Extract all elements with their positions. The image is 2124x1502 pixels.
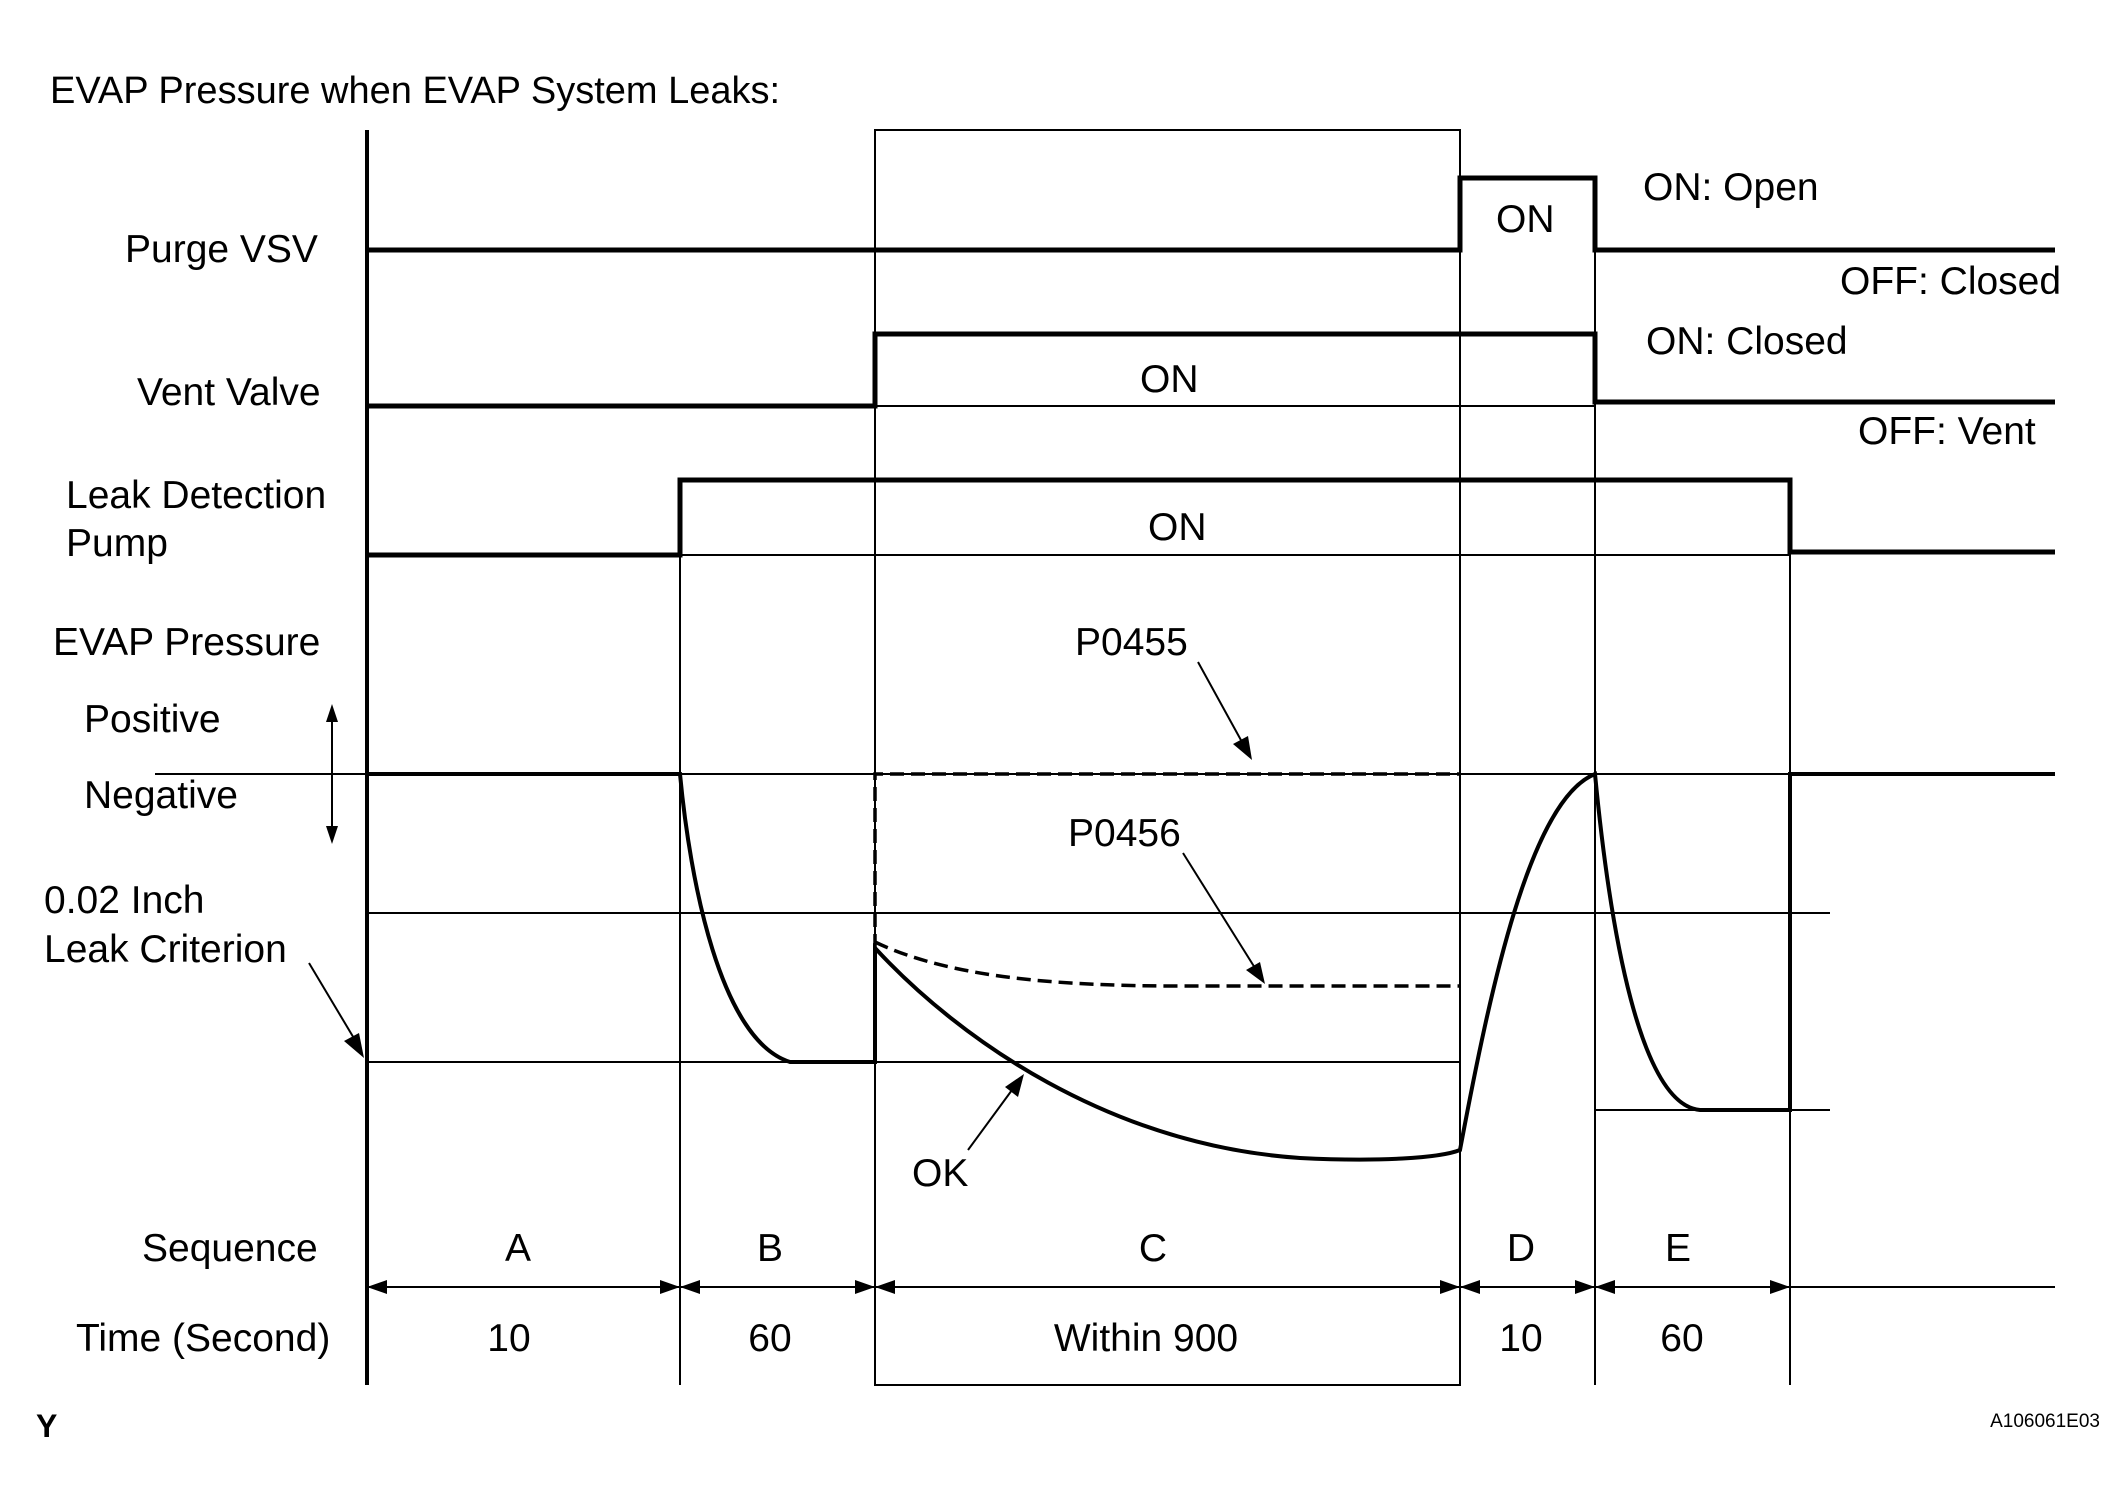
negative-label: Negative bbox=[84, 774, 238, 817]
p0456-dashed-trace bbox=[874, 940, 1460, 988]
p0455-pointer-arrow bbox=[1197, 661, 1252, 760]
vent-on-label: ON bbox=[1140, 358, 1199, 401]
positive-label: Positive bbox=[84, 698, 221, 741]
p0455-label: P0455 bbox=[1075, 621, 1188, 664]
vent-valve-signal bbox=[367, 331, 2055, 409]
time-a: 10 bbox=[487, 1317, 530, 1360]
sequence-d: D bbox=[1507, 1227, 1535, 1270]
vent-on-meaning: ON: Closed bbox=[1646, 320, 1848, 363]
criterion-label-1: 0.02 Inch bbox=[44, 879, 204, 922]
leak-pump-label-2: Pump bbox=[66, 522, 168, 565]
criterion-pointer-arrow bbox=[308, 962, 364, 1058]
p0456-label: P0456 bbox=[1068, 812, 1181, 855]
sequence-label: Sequence bbox=[142, 1227, 318, 1270]
purge-on-label: ON bbox=[1496, 198, 1555, 241]
sequence-e: E bbox=[1665, 1227, 1691, 1270]
p0455-dashed-trace bbox=[873, 772, 1460, 948]
p0456-pointer-arrow bbox=[1182, 852, 1265, 984]
criterion-label-2: Leak Criterion bbox=[44, 928, 287, 971]
purge-off-meaning: OFF: Closed bbox=[1840, 260, 2061, 303]
figure-id: A106061E03 bbox=[1990, 1411, 2100, 1432]
pump-on-label: ON bbox=[1148, 506, 1207, 549]
diagram-title: EVAP Pressure when EVAP System Leaks: bbox=[50, 70, 780, 112]
time-d: 10 bbox=[1499, 1317, 1542, 1360]
leak-pump-signal bbox=[367, 477, 2055, 558]
phase-c-frame bbox=[874, 129, 1461, 1386]
ok-label: OK bbox=[912, 1152, 968, 1195]
time-c: Within 900 bbox=[1054, 1317, 1238, 1360]
evap-pressure-label: EVAP Pressure bbox=[53, 621, 320, 664]
evap-pressure-trace bbox=[367, 771, 2055, 1162]
sequence-arrowheads bbox=[367, 1280, 1790, 1294]
vent-valve-label: Vent Valve bbox=[137, 371, 321, 414]
purge-on-meaning: ON: Open bbox=[1643, 166, 1819, 209]
sequence-a: A bbox=[505, 1227, 531, 1270]
ok-pointer-arrow bbox=[967, 1074, 1024, 1151]
sequence-b: B bbox=[757, 1227, 783, 1270]
time-b: 60 bbox=[748, 1317, 791, 1360]
corner-mark: Y bbox=[36, 1408, 57, 1444]
sequence-c: C bbox=[1139, 1227, 1167, 1270]
time-label: Time (Second) bbox=[76, 1317, 330, 1360]
vent-off-meaning: OFF: Vent bbox=[1858, 410, 2036, 453]
leak-pump-label-1: Leak Detection bbox=[66, 474, 326, 517]
purge-vsv-signal bbox=[367, 175, 2055, 253]
purge-vsv-label: Purge VSV bbox=[125, 228, 318, 271]
time-e: 60 bbox=[1660, 1317, 1703, 1360]
